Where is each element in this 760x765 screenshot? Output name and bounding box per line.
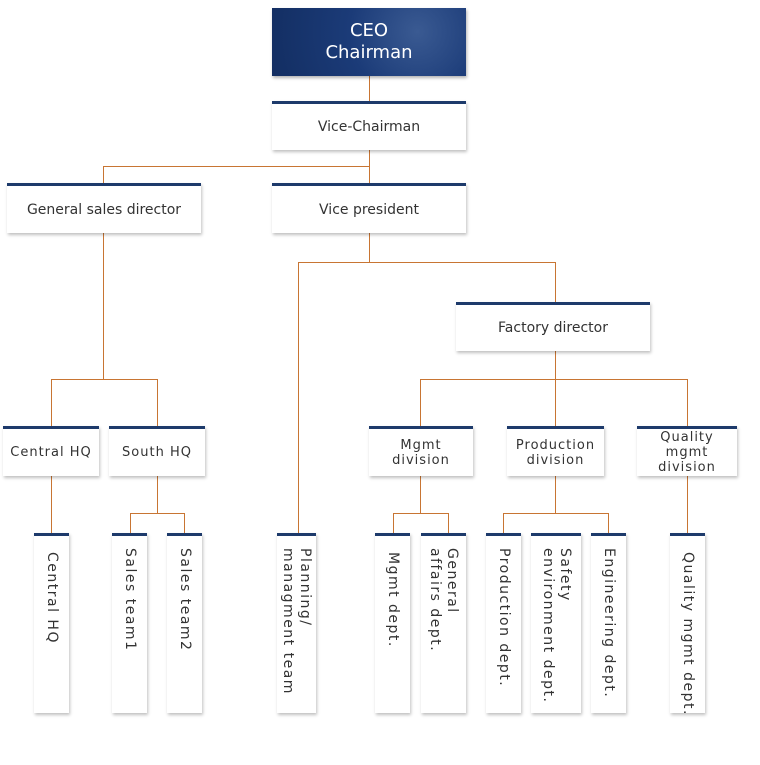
connector-line <box>103 166 104 184</box>
team-box-mgmt-dept: Mgmt dept. <box>375 533 410 713</box>
team-label-engineering: Engineering dept. <box>601 548 617 699</box>
connector-line <box>555 351 556 379</box>
connector-line <box>130 513 185 514</box>
vice-chairman-box: Vice-Chairman <box>272 101 466 150</box>
team-box-sales-team2: Sales team2 <box>167 533 202 713</box>
connector-line <box>555 379 556 427</box>
vice-president-box: Vice president <box>272 183 466 233</box>
connector-line <box>555 262 556 302</box>
connector-line <box>420 379 421 427</box>
connector-line <box>51 379 158 380</box>
production-division-label-line2: division <box>526 452 585 468</box>
team-box-production-dept: Production dept. <box>486 533 521 713</box>
team-label-general-affairs: General affairs dept. <box>427 548 460 653</box>
connector-line <box>503 513 609 514</box>
connector-line <box>393 513 394 534</box>
connector-line <box>103 166 370 167</box>
connector-line <box>420 476 421 514</box>
connector-line <box>687 379 688 427</box>
quality-division-label-line1: Quality mgmt <box>660 430 714 460</box>
team-box-safety: Safety environment dept. <box>531 533 581 713</box>
team-box-general-affairs: General affairs dept. <box>421 533 466 713</box>
team-box-central-hq: Central HQ <box>34 533 69 713</box>
south-hq-label: South HQ <box>122 445 192 460</box>
vice-president-label: Vice president <box>319 201 419 218</box>
team-label-quality-dept: Quality mgmt dept. <box>680 552 696 716</box>
connector-line <box>369 233 370 263</box>
general-sales-director-label: General sales director <box>26 201 182 218</box>
ceo-subtitle: Chairman <box>325 42 413 63</box>
team-label-sales-team1: Sales team1 <box>122 548 138 652</box>
connector-line <box>103 233 104 379</box>
factory-director-box: Factory director <box>456 302 650 351</box>
factory-director-label: Factory director <box>498 320 608 336</box>
team-box-sales-team1: Sales team1 <box>112 533 147 713</box>
team-label-sales-team2: Sales team2 <box>177 548 193 652</box>
vice-chairman-label: Vice-Chairman <box>317 119 421 135</box>
quality-division-box: Quality mgmt division <box>637 426 737 476</box>
connector-line <box>369 150 370 184</box>
team-label-safety: Safety environment dept. <box>540 548 573 704</box>
mgmt-division-label: Mgmt division <box>392 437 450 468</box>
connector-line <box>608 513 609 534</box>
central-hq-label: Central HQ <box>10 445 92 460</box>
connector-line <box>555 476 556 514</box>
connector-line <box>369 76 370 102</box>
connector-line <box>298 262 556 263</box>
team-label-production-dept: Production dept. <box>496 548 512 688</box>
connector-line <box>687 476 688 534</box>
mgmt-division-box: Mgmt division <box>369 426 473 476</box>
connector-line <box>184 513 185 534</box>
team-label-central-hq: Central HQ <box>44 552 60 644</box>
ceo-title: CEO <box>349 20 389 41</box>
team-box-quality-dept: Quality mgmt dept. <box>670 533 705 716</box>
connector-line <box>130 513 131 534</box>
team-label-planning: Planning/ managment team <box>280 548 313 695</box>
general-sales-director-box: General sales director <box>7 183 201 233</box>
team-box-planning: Planning/ managment team <box>277 533 316 713</box>
connector-line <box>157 476 158 514</box>
connector-line <box>448 513 449 534</box>
connector-line <box>503 513 504 534</box>
connector-line <box>420 379 688 380</box>
connector-line <box>51 476 52 534</box>
team-label-mgmt-dept: Mgmt dept. <box>385 552 401 648</box>
central-hq-box: Central HQ <box>3 426 99 476</box>
south-hq-box: South HQ <box>109 426 205 476</box>
connector-line <box>157 379 158 427</box>
quality-division-label-line2: division <box>658 460 716 475</box>
connector-line <box>298 262 299 534</box>
connector-line <box>51 379 52 427</box>
team-box-engineering: Engineering dept. <box>591 533 626 713</box>
connector-line <box>393 513 449 514</box>
production-division-box: Production division <box>507 426 604 476</box>
ceo-box: CEO Chairman <box>272 8 466 76</box>
production-division-label-line1: Production <box>515 437 596 453</box>
